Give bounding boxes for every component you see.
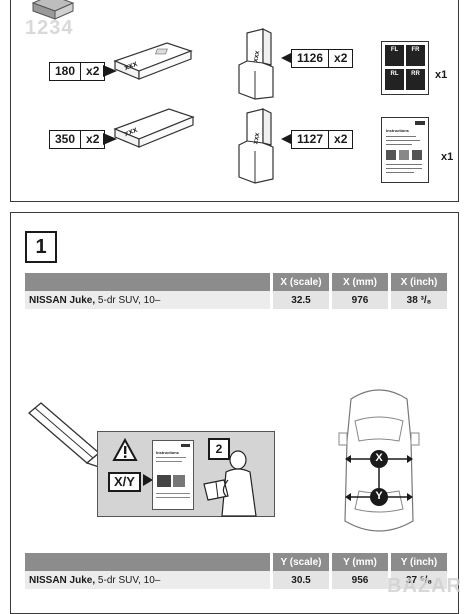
- car-mark-x: X: [375, 452, 383, 464]
- parts-panel: 1234 180 x2 xxx 350 x2 xxx xxx 1126 x: [10, 0, 459, 202]
- instruction-illustration: X/Y Instructions 2: [97, 431, 275, 517]
- warning-icon: [112, 437, 138, 461]
- table-row: NISSAN Juke, 5-dr SUV, 10– 30.5 956 37 ⁵…: [25, 571, 447, 589]
- arrow-left-icon: [281, 133, 293, 145]
- arrow-right-icon: [103, 65, 117, 77]
- value-cell: 976: [332, 291, 388, 309]
- vehicle-model: NISSAN Juke,: [29, 574, 96, 586]
- sticker: RR: [406, 69, 425, 90]
- manual-booklet: Instructions: [381, 117, 429, 183]
- sticker: FL: [385, 45, 404, 66]
- step-panel: 1 X (scale) X (mm) X (inch) NISSAN Juke,…: [10, 212, 459, 614]
- measurement-table-x: X (scale) X (mm) X (inch) NISSAN Juke, 5…: [25, 273, 447, 309]
- col-header: X (scale): [273, 273, 329, 291]
- table-header-row: X (scale) X (mm) X (inch): [25, 273, 447, 291]
- value-cell: 37 ⁵/₈: [391, 571, 447, 589]
- pad-large-illustration: [113, 108, 195, 148]
- col-header: X (mm): [332, 273, 388, 291]
- arrow-left-icon: [281, 52, 293, 64]
- part-label-1126: 1126 x2: [291, 49, 354, 68]
- car-top-view-illustration: [338, 389, 420, 532]
- vehicle-cell: NISSAN Juke, 5-dr SUV, 10–: [25, 291, 270, 309]
- vehicle-cell: NISSAN Juke, 5-dr SUV, 10–: [25, 571, 270, 589]
- value-cell: 956: [332, 571, 388, 589]
- person-reading-illustration: [203, 450, 257, 517]
- arrow-right-icon: [103, 133, 117, 145]
- part-qty: x2: [86, 132, 100, 146]
- part-qty: x2: [334, 51, 348, 65]
- col-header: Y (scale): [273, 553, 329, 571]
- sticker-qty: x1: [435, 69, 448, 81]
- vehicle-spec: 5-dr SUV, 10–: [97, 574, 161, 586]
- manual-page: Instructions: [152, 440, 194, 510]
- value-cell: 32.5: [273, 291, 329, 309]
- value-cell: 38 ³/₈: [391, 291, 447, 309]
- manual-title: Instructions: [386, 128, 409, 133]
- col-header: X (inch): [391, 273, 447, 291]
- part-label-180: 180 x2: [49, 62, 106, 81]
- vehicle-spec: 5-dr SUV, 10–: [97, 294, 161, 306]
- step-number: 1: [25, 231, 57, 263]
- manual-header-bar: [415, 121, 425, 125]
- car-mark-y: Y: [375, 490, 383, 502]
- col-header: Y (inch): [391, 553, 447, 571]
- value-cell: 30.5: [273, 571, 329, 589]
- vehicle-model: NISSAN Juke,: [29, 294, 96, 306]
- part-label-350: 350 x2: [49, 130, 106, 149]
- pad-small-illustration: [113, 42, 193, 80]
- part-qty: x2: [334, 132, 348, 146]
- sticker-sheet: FL FR RL RR: [381, 41, 429, 95]
- part-qty: x2: [86, 64, 100, 78]
- part-number: 1127: [292, 131, 330, 148]
- sticker: RL: [385, 69, 404, 90]
- part-label-1127: 1127 x2: [291, 130, 354, 149]
- part-number: 180: [50, 63, 82, 80]
- bracket-1127-illustration: [238, 108, 274, 184]
- part-number: 1126: [292, 50, 330, 67]
- xy-label: X/Y: [108, 472, 141, 492]
- page-number-box: 2: [208, 438, 230, 460]
- table-header-row: Y (scale) Y (mm) Y (inch): [25, 553, 447, 571]
- col-header: Y (mm): [332, 553, 388, 571]
- sticker: FR: [406, 45, 425, 66]
- part-number: 350: [50, 131, 82, 148]
- manual-page-title: Instructions: [156, 450, 179, 455]
- key-number: 1234: [25, 17, 74, 39]
- bracket-1126-illustration: [238, 28, 274, 100]
- key-box-icon: [31, 0, 75, 20]
- arrow-right-icon: [143, 474, 153, 486]
- watermark: BAZAR: [387, 575, 462, 597]
- table-row: NISSAN Juke, 5-dr SUV, 10– 32.5 976 38 ³…: [25, 291, 447, 309]
- measurement-table-y: Y (scale) Y (mm) Y (inch) NISSAN Juke, 5…: [25, 553, 447, 589]
- manual-qty: x1: [441, 151, 454, 163]
